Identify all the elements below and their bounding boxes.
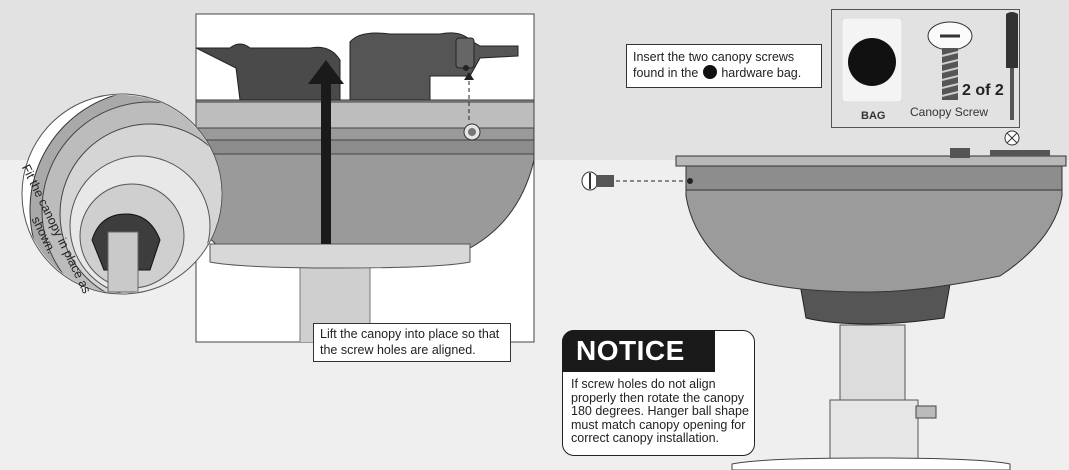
bag-label: BAG	[861, 110, 886, 122]
canopy-screw-label: Canopy Screw	[910, 105, 989, 119]
lift-callout: Lift the canopy into place so that the s…	[313, 323, 511, 362]
notice-line: properly then rotate the canopy	[571, 390, 745, 405]
lift-callout-line2: the screw holes are aligned.	[320, 343, 476, 357]
notice-body: If screw holes do not align properly the…	[571, 377, 751, 446]
insert-callout-line1: Insert the two canopy screws	[633, 50, 795, 64]
assembled-fan	[581, 148, 1067, 470]
notice-title: NOTICE	[562, 330, 715, 372]
notice-box: NOTICE If screw holes do not align prope…	[562, 330, 755, 456]
insert-callout-line2: found in the hardware bag.	[633, 65, 802, 80]
notice-line: If screw holes do not align	[571, 377, 716, 391]
insert-callout: Insert the two canopy screws found in th…	[626, 44, 822, 88]
notice-line: 180 degrees. Hanger ball shape	[571, 404, 749, 418]
bag-dot-icon	[702, 65, 717, 79]
detail-panel	[195, 13, 535, 343]
hardware-kit-box	[831, 9, 1020, 128]
quantity-label: 2 of 2	[962, 82, 1004, 99]
notice-line: must match canopy opening for	[571, 417, 746, 432]
notice-line: correct canopy installation.	[571, 431, 719, 445]
hardware-figures	[841, 12, 1020, 146]
lift-callout-line1: Lift the canopy into place so that	[320, 327, 500, 341]
